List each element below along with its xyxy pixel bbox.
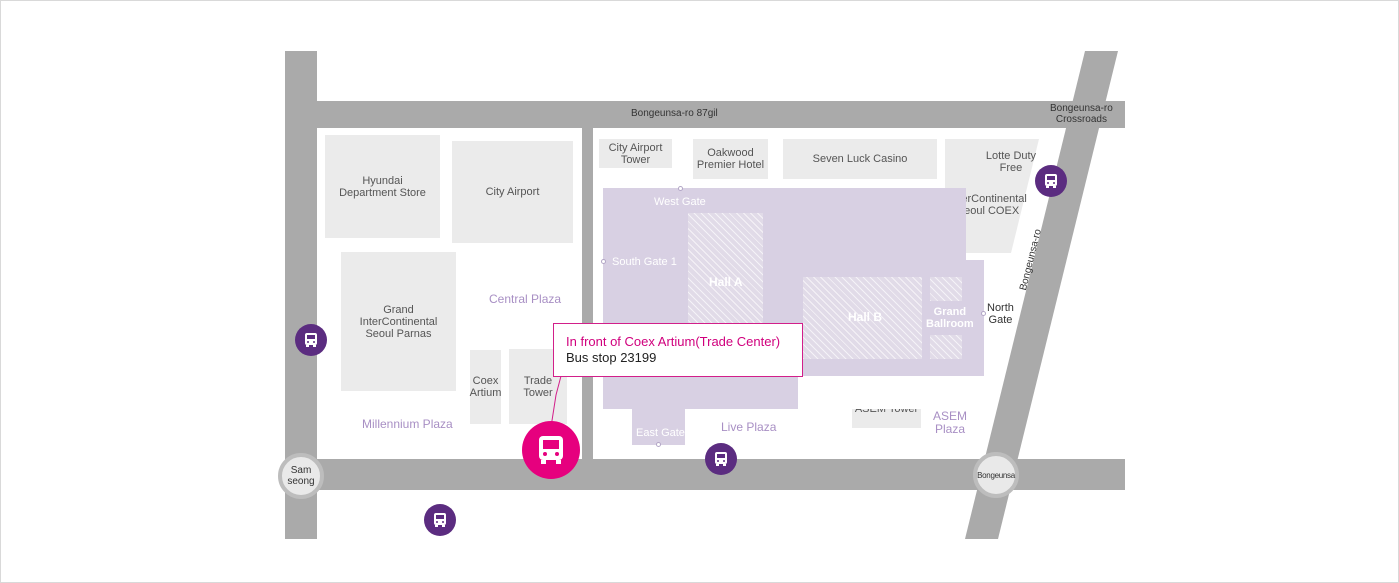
gate-north-marker — [981, 311, 986, 316]
gate-south1-label: South Gate 1 — [612, 256, 677, 268]
hall-b-area — [803, 277, 922, 359]
callout-pointer — [550, 375, 562, 428]
grand-ballroom-label: Grand Ballroom — [926, 306, 974, 330]
coex-lower-band — [685, 376, 798, 409]
plaza-live: Live Plaza — [721, 420, 777, 434]
building-seven-luck-casino: Seven Luck Casino — [783, 139, 937, 179]
callout-location: In front of Coex Artium(Trade Center) — [566, 334, 781, 349]
building-city-airport-tower: City Airport Tower — [599, 139, 672, 168]
station-samseong[interactable]: Sam seong — [278, 453, 324, 499]
road-top-horizontal — [285, 101, 1125, 128]
plaza-asem: ASEM Plaza — [933, 409, 968, 436]
hall-b-label: Hall B — [848, 310, 883, 324]
bus-stop-callout: In front of Coex Artium(Trade Center) Bu… — [553, 323, 803, 377]
building-coex-artium: Coex Artium — [470, 350, 501, 424]
bus-stop-lotte[interactable] — [1035, 165, 1067, 197]
bus-icon — [539, 436, 563, 464]
road-diagonal — [965, 51, 1118, 539]
building-hyundai-department-store: Hyundai Department Store — [325, 135, 440, 238]
gate-west-marker — [678, 186, 683, 191]
coex-bottom-white-cut-3 — [685, 409, 798, 445]
gate-south1-marker — [601, 259, 606, 264]
coex-bottom-white-cut — [798, 376, 966, 409]
bus-stop-highlighted[interactable] — [522, 421, 580, 479]
building-city-airport: City Airport — [452, 141, 573, 243]
bus-stop-left-road[interactable] — [295, 324, 327, 356]
grand-ballroom-top — [930, 277, 962, 301]
bus-icon — [1045, 174, 1057, 188]
coex-east-gate-wing — [632, 409, 685, 445]
coex-bottom-white-cut-2 — [942, 376, 984, 409]
bus-stop-live-plaza[interactable] — [705, 443, 737, 475]
building-oakwood-premier-hotel: Oakwood Premier Hotel — [693, 139, 768, 179]
grand-ballroom-bottom — [930, 335, 962, 359]
road-label-crossroads: Bongeunsa-ro Crossroads — [1050, 103, 1113, 125]
station-bongeunsa[interactable]: Bongeunsa — [973, 452, 1019, 498]
hall-a-area — [688, 213, 763, 328]
building-lotte-duty-free: Lotte Duty Free — [985, 150, 1037, 174]
building-intercontinental-coex-shape — [945, 139, 1039, 253]
gate-west-label: West Gate — [654, 196, 706, 208]
plaza-millennium: Millennium Plaza — [362, 417, 453, 431]
hall-a-label: Hall A — [709, 275, 743, 289]
bus-icon — [715, 452, 727, 466]
bus-stop-bottom[interactable] — [424, 504, 456, 536]
gate-north-label: North Gate — [987, 302, 1014, 326]
gate-east-marker — [656, 442, 661, 447]
callout-stop-number: Bus stop 23199 — [566, 350, 657, 365]
bus-icon — [434, 513, 446, 527]
road-middle-vertical — [582, 128, 593, 459]
road-label-87gil: Bongeunsa-ro 87gil — [631, 108, 718, 119]
building-grand-intercontinental: Grand InterContinental Seoul Parnas — [341, 252, 456, 391]
gate-east-label: East Gate — [636, 427, 685, 439]
bus-icon — [305, 333, 317, 347]
plaza-central: Central Plaza — [489, 292, 562, 306]
